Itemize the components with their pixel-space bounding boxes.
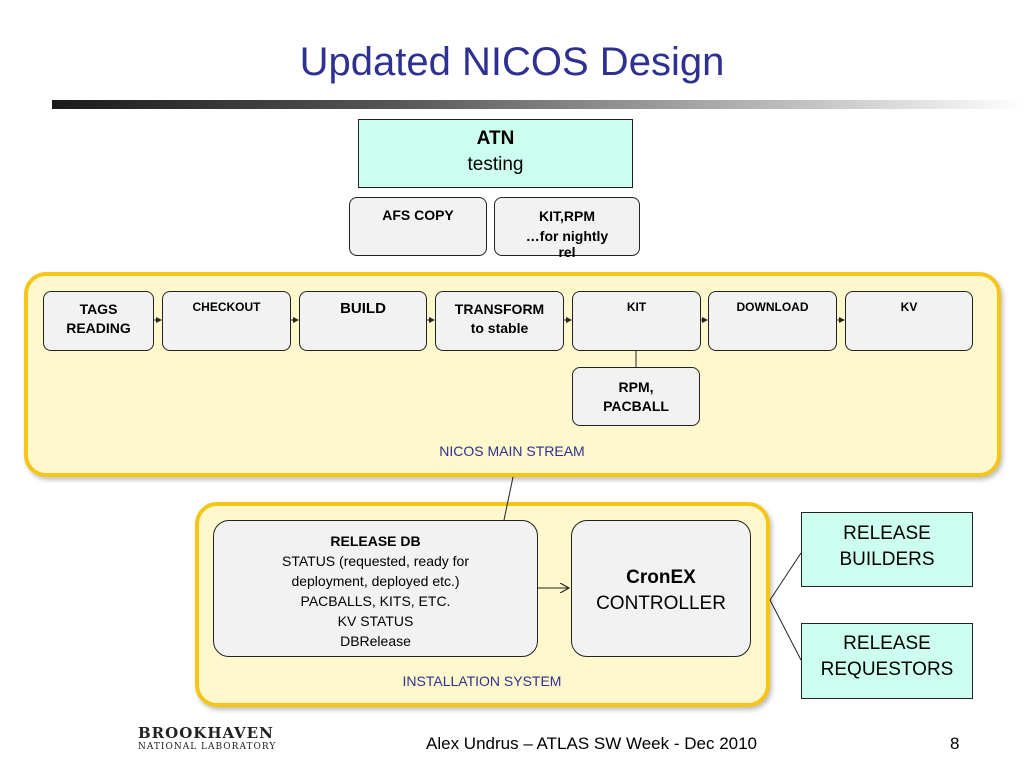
cronex-controller-box: CronEX CONTROLLER <box>571 520 751 657</box>
kit-rpm-line2: …for nightly <box>525 228 609 244</box>
step-kv: KV <box>845 291 973 351</box>
release-builders-box: RELEASE BUILDERS <box>801 512 973 587</box>
footer-text: Alex Undrus – ATLAS SW Week - Dec 2010 <box>426 734 758 753</box>
afs-copy-box: AFS COPY <box>349 197 487 256</box>
afs-copy-label: AFS COPY <box>382 207 454 223</box>
atn-subtitle: testing <box>467 154 524 175</box>
kit-rpm-line3: rel <box>558 244 576 260</box>
atn-title: ATN <box>476 128 515 149</box>
release-builders-line2: BUILDERS <box>839 549 935 570</box>
atn-box: ATN testing <box>358 119 633 188</box>
release-requestors-box: RELEASE REQUESTORS <box>801 623 973 699</box>
cronex-to-requestors-line <box>769 599 802 661</box>
slide-title: Updated NICOS Design <box>299 40 725 84</box>
nicos-main-stream-label: NICOS MAIN STREAM <box>439 443 585 459</box>
release-requestors-line1: RELEASE <box>843 633 931 654</box>
kit-rpm-line1: KIT,RPM <box>539 208 595 224</box>
rpm-pacball-line1: RPM, <box>618 379 654 395</box>
logo-name: BROOKHAVEN <box>138 724 274 742</box>
brookhaven-logo: BROOKHAVEN NATIONAL LABORATORY <box>138 724 288 768</box>
step-label: CHECKOUT <box>192 300 261 314</box>
rpm-pacball-line2: PACBALL <box>603 398 669 414</box>
release-builders-line1: RELEASE <box>843 523 931 544</box>
release-db-line: PACBALLS, KITS, ETC. <box>300 593 451 609</box>
page-number: 8 <box>950 734 960 753</box>
kit-rpm-box: KIT,RPM …for nightly rel <box>494 197 640 260</box>
step-label-2: to stable <box>470 320 529 336</box>
step-tags-reading: TAGS READING <box>43 291 154 351</box>
step-label-2: READING <box>66 320 131 336</box>
step-label: DOWNLOAD <box>736 300 809 314</box>
step-checkout: CHECKOUT <box>162 291 291 351</box>
release-db-line: deployment, deployed etc.) <box>291 573 460 589</box>
step-build: BUILD <box>299 291 427 351</box>
release-db-box: RELEASE DB STATUS (requested, ready for … <box>213 520 538 657</box>
step-download: DOWNLOAD <box>708 291 837 351</box>
logo-subtitle: NATIONAL LABORATORY <box>138 742 277 752</box>
cronex-to-builders-line <box>769 552 802 601</box>
step-label: TRANSFORM <box>454 301 545 317</box>
release-db-line: STATUS (requested, ready for <box>282 553 469 569</box>
release-db-title: RELEASE DB <box>330 533 421 549</box>
release-db-line: KV STATUS <box>337 613 414 629</box>
step-label: KV <box>900 300 918 314</box>
cronex-title: CronEX <box>626 567 696 588</box>
step-label: BUILD <box>340 300 386 317</box>
step-label: TAGS <box>79 301 118 317</box>
rpm-pacball-box: RPM, PACBALL <box>572 367 700 426</box>
installation-system-label: INSTALLATION SYSTEM <box>402 673 562 689</box>
step-transform: TRANSFORM to stable <box>435 291 564 351</box>
step-label: KIT <box>626 300 647 314</box>
step-kit: KIT <box>572 291 701 351</box>
release-db-line: DBRelease <box>340 633 411 649</box>
cronex-subtitle: CONTROLLER <box>596 593 726 614</box>
release-requestors-line2: REQUESTORS <box>820 659 954 680</box>
title-rule <box>52 100 1024 109</box>
